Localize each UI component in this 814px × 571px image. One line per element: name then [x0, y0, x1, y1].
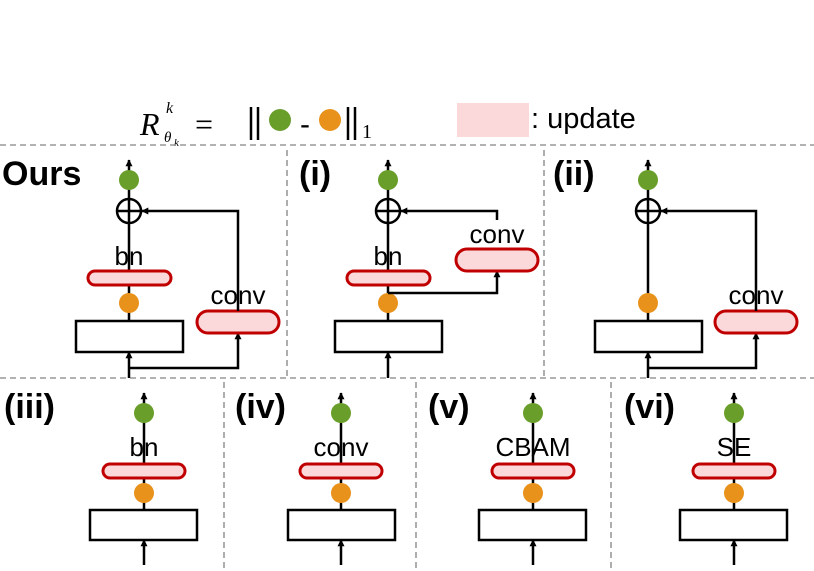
- panel-label: (vi): [624, 388, 675, 426]
- residual-arrow: [141, 207, 240, 311]
- bn-module: [345, 269, 432, 287]
- conv-module: [713, 309, 799, 335]
- skip-to-conv-arrow: [129, 332, 242, 370]
- bn-label: bn: [374, 241, 403, 271]
- conv-module: [195, 309, 281, 335]
- panel-ii: (ii) conv: [553, 155, 799, 378]
- formula-sub: θ: [164, 130, 172, 146]
- module-block: [298, 462, 384, 480]
- orange-dot-icon: [331, 483, 351, 503]
- panel-label: Ours: [2, 155, 81, 193]
- legend: R k θ k = - 1 : update: [139, 100, 636, 149]
- module-label: CBAM: [495, 432, 570, 462]
- add-icon: [634, 197, 662, 225]
- regularizer-formula: R k θ k = - 1: [139, 100, 372, 149]
- formula-eq: =: [195, 106, 213, 142]
- formula-norm-sub: 1: [362, 121, 372, 143]
- bn-label: bn: [115, 241, 144, 271]
- green-dot-icon: [378, 170, 398, 190]
- conv-label: conv: [470, 219, 525, 249]
- panel-i: (i) bn conv: [299, 155, 540, 378]
- update-label: : update: [531, 103, 636, 135]
- module-block: [490, 462, 576, 480]
- module-label: conv: [314, 432, 369, 462]
- green-dot-icon: [269, 109, 291, 131]
- green-dot-icon: [119, 170, 139, 190]
- orange-dot-icon: [523, 483, 543, 503]
- module-label: bn: [130, 432, 159, 462]
- orange-dot-icon: [319, 109, 341, 131]
- layer-box: [88, 508, 199, 542]
- orange-dot-icon: [378, 293, 398, 313]
- skip-to-conv-arrow: [648, 332, 760, 370]
- residual-arrow: [400, 207, 499, 220]
- orange-dot-icon: [134, 483, 154, 503]
- panel-iv: (iv) conv: [235, 388, 397, 565]
- orange-dot-icon: [638, 293, 658, 313]
- layer-box: [678, 508, 789, 542]
- panel-vi: (vi) SE: [624, 388, 789, 565]
- layer-box: [74, 319, 185, 354]
- layer-box: [333, 319, 444, 354]
- add-icon: [374, 197, 402, 225]
- panel-v: (v) CBAM: [428, 388, 588, 565]
- panel-label: (iv): [235, 388, 286, 426]
- panel-label: (iii): [4, 388, 55, 426]
- panel-dividers: [0, 144, 814, 571]
- update-swatch: [457, 103, 529, 137]
- module-label: SE: [717, 432, 752, 462]
- formula-minus: -: [300, 108, 310, 141]
- residual-arrow: [660, 207, 758, 311]
- formula-sup: k: [166, 100, 174, 117]
- conv-module: [454, 247, 540, 273]
- panel-ours: Ours bn conv: [2, 155, 281, 378]
- add-icon: [115, 197, 143, 225]
- panel-iii: (iii) bn: [4, 388, 199, 565]
- formula-sub2: k: [174, 137, 180, 149]
- orange-dot-icon: [724, 483, 744, 503]
- formula-lhs: R: [139, 106, 160, 142]
- panel-label: (ii): [553, 155, 595, 193]
- module-block: [691, 462, 777, 480]
- feature-to-conv-arrow: [388, 270, 501, 295]
- green-dot-icon: [638, 170, 658, 190]
- module-block: [101, 462, 187, 480]
- panel-label: (i): [299, 155, 331, 193]
- layer-box: [477, 508, 588, 542]
- green-dot-icon: [331, 403, 351, 423]
- orange-dot-icon: [119, 293, 139, 313]
- bn-module: [86, 269, 173, 287]
- green-dot-icon: [523, 403, 543, 423]
- panel-label: (v): [428, 388, 470, 426]
- layer-box: [593, 319, 704, 354]
- layer-box: [286, 508, 397, 542]
- green-dot-icon: [134, 403, 154, 423]
- green-dot-icon: [724, 403, 744, 423]
